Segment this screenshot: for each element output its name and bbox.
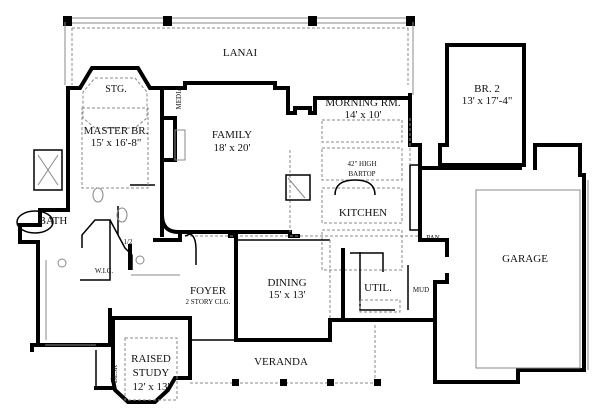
room-label-pantry: PAN.	[426, 234, 441, 242]
room-label-dining: DINING	[267, 277, 306, 289]
room-size-study: 12' x 13'	[133, 381, 170, 393]
room-label-kitchen: KITCHEN	[339, 207, 387, 219]
wic-wall	[80, 219, 111, 281]
exterior-wall	[66, 43, 526, 237]
room-label-foyer: FOYER	[190, 285, 227, 297]
column	[163, 16, 172, 26]
foyer-note: 2 STORY CLG.	[186, 298, 231, 306]
room-label-bath: BATH	[39, 215, 68, 227]
closet	[285, 174, 311, 201]
column	[308, 16, 317, 26]
room-label-br2: BR. 2	[474, 83, 500, 95]
room-label-util: UTIL.	[364, 282, 392, 294]
room-label-garage: GARAGE	[502, 253, 548, 265]
bathtub	[16, 210, 54, 234]
room-label-master: MASTER BR.	[84, 125, 149, 137]
room-label-veranda: VERANDA	[254, 356, 308, 368]
room-size-br2: 13' x 17'-4"	[462, 95, 513, 107]
garage-wall	[418, 143, 586, 384]
room-label-media: MEDIA	[175, 87, 183, 110]
room-size-morning: 14' x 10'	[345, 109, 382, 121]
column	[63, 16, 72, 26]
room-size-family: 18' x 20'	[214, 142, 251, 154]
room-label-study-2: STUDY	[133, 367, 170, 379]
shower	[33, 149, 63, 191]
room-label-lanai: LANAI	[223, 47, 258, 59]
room-label-mud: MUD	[413, 286, 429, 294]
column	[406, 16, 415, 26]
garage-floor	[475, 189, 581, 369]
room-label-wic: W.I.C.	[95, 267, 113, 275]
room-label-study-1: RAISED	[131, 353, 171, 365]
bartop-note-1: 42" HIGH	[347, 160, 376, 168]
room-label-family: FAMILY	[212, 129, 252, 141]
bartop-note-2: BARTOP	[348, 170, 375, 178]
room-label-half-bath: 1/2	[124, 238, 133, 246]
storage-outline	[82, 77, 148, 129]
room-size-dining: 15' x 13'	[269, 289, 306, 301]
study-wall	[110, 316, 192, 404]
veranda	[190, 325, 381, 386]
room-label-morning: MORNING RM.	[325, 97, 400, 109]
lanai	[63, 16, 415, 95]
room-label-desk: DESK	[111, 365, 119, 383]
room-size-master: 15' x 16'-8"	[91, 137, 142, 149]
room-label-storage: STG.	[105, 84, 126, 95]
